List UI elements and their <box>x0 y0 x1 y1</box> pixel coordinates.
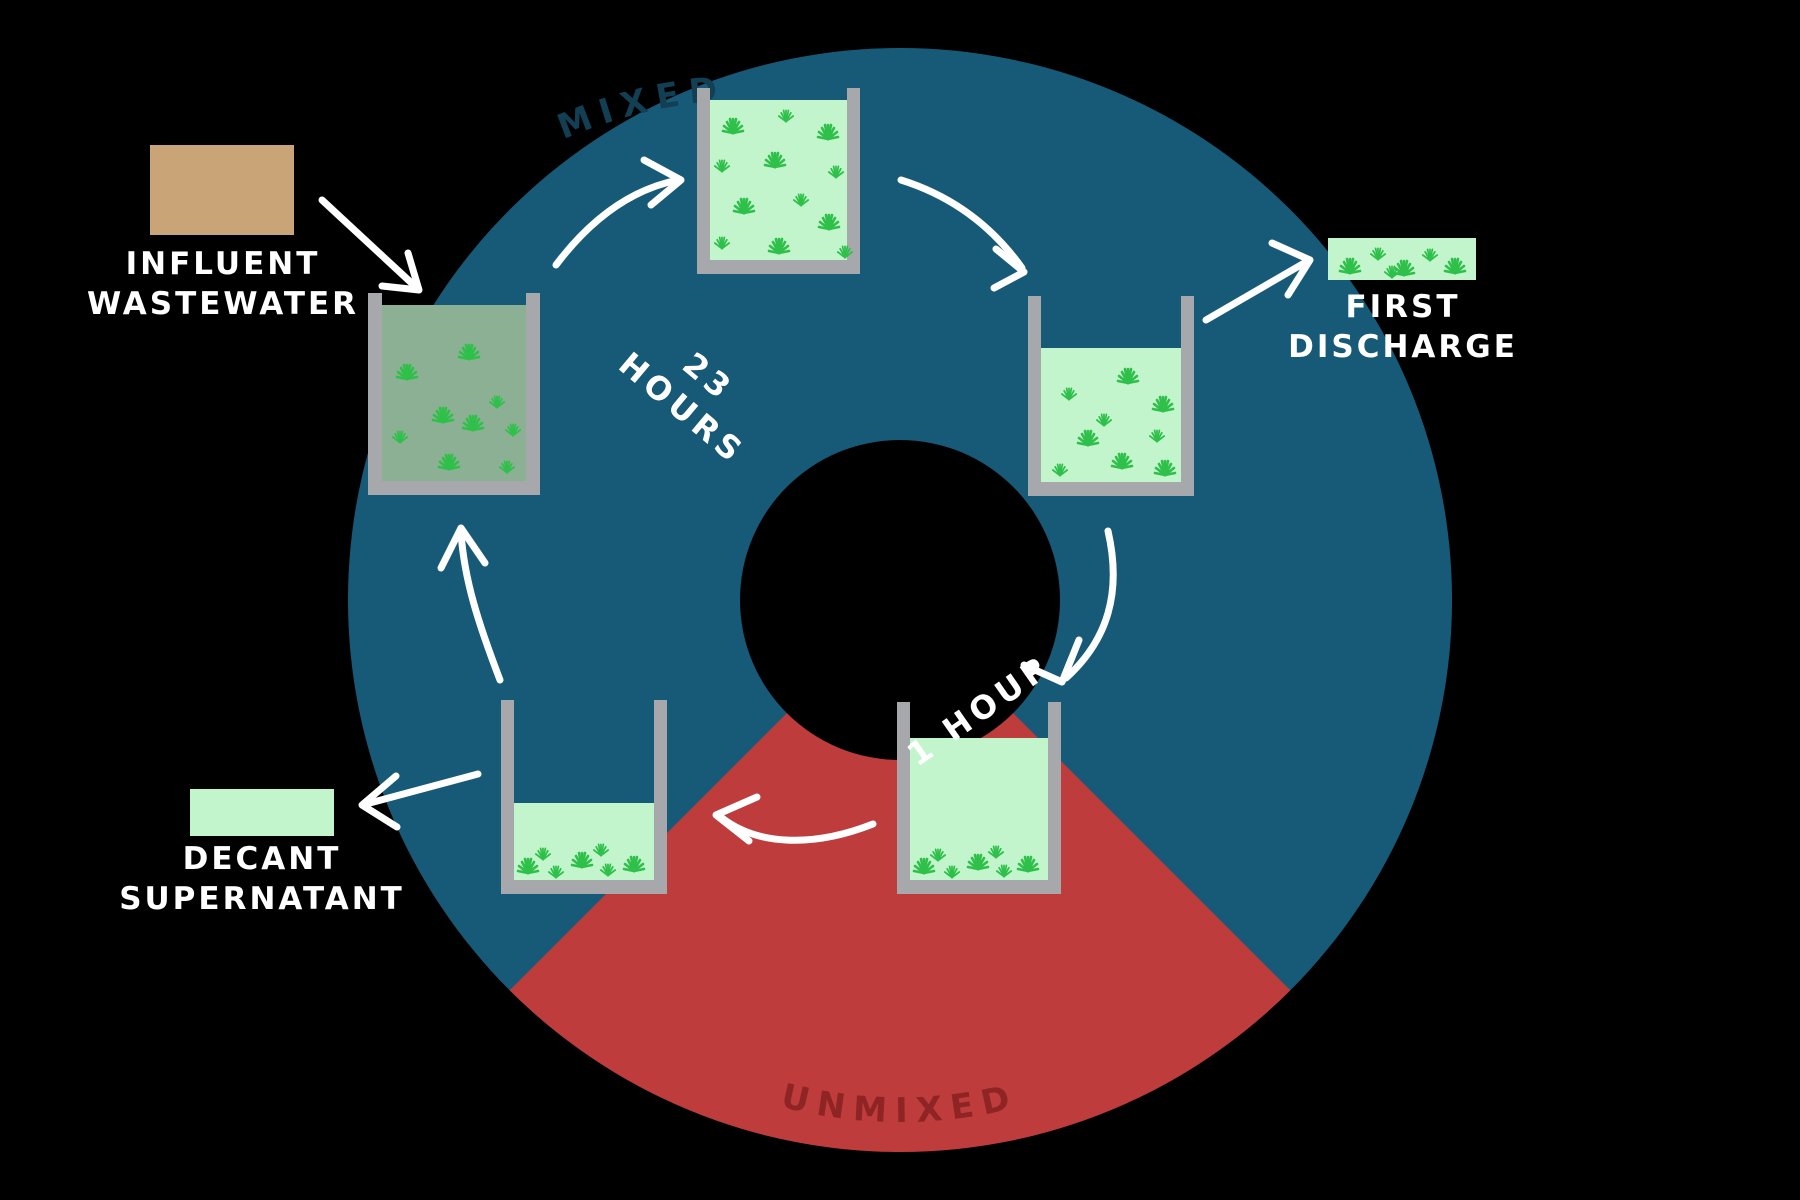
arrow-decant-to-fill <box>437 524 504 684</box>
arrow-aerate-to-postmix <box>897 176 1028 292</box>
tank-fill <box>368 293 540 495</box>
tank-settle <box>897 702 1061 894</box>
tank-post-mix <box>1028 296 1194 496</box>
legend-label-influent: INFLUENT WASTEWATER <box>86 246 360 322</box>
tank-aerate <box>697 88 860 274</box>
tank-decanted <box>501 700 667 894</box>
legend-swatch-decant <box>190 789 334 836</box>
arrow-influent-to-tank <box>318 196 423 294</box>
legend-label-first-discharge: FIRST DISCHARGE <box>1288 289 1518 365</box>
arrow-discharge-out <box>1202 239 1314 324</box>
arrow-decant-out <box>358 770 482 831</box>
legend-swatch-influent <box>150 145 294 235</box>
legend-label-decant: DECANT SUPERNATANT <box>119 841 405 917</box>
arrow-fill-to-aerate <box>552 156 685 269</box>
phase-wedge-unmixed <box>509 600 1291 1200</box>
arrow-postmix-to-settle <box>1020 527 1117 686</box>
arrow-settle-to-decant <box>712 793 877 845</box>
